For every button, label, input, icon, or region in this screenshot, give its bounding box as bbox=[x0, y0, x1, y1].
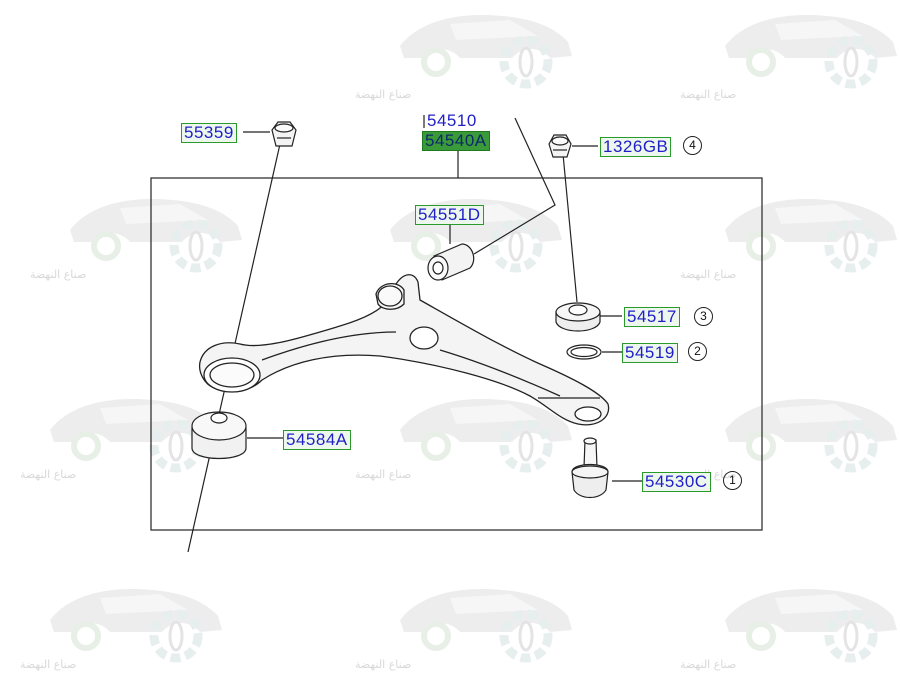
washer-54517 bbox=[555, 302, 601, 332]
nut-1326gb bbox=[548, 134, 572, 158]
bushing-54584a bbox=[191, 411, 247, 460]
ring-54519 bbox=[566, 344, 602, 360]
part-label-1326gb[interactable]: 1326GB bbox=[600, 137, 672, 157]
ball-joint-54530c bbox=[571, 437, 609, 499]
watermark-caption: صناع النهضة bbox=[680, 88, 737, 101]
watermark-caption: صناع النهضة bbox=[30, 268, 87, 281]
part-label-54510[interactable]: 54510 bbox=[427, 111, 477, 130]
watermark-caption: صناع النهضة bbox=[680, 658, 737, 671]
watermark-caption: صناع النهضة bbox=[355, 468, 412, 481]
part-label-54519[interactable]: 54519 bbox=[622, 343, 678, 363]
part-label-55359[interactable]: 55359 bbox=[181, 123, 237, 143]
callout-2: 2 bbox=[688, 342, 707, 361]
part-label-54530c[interactable]: 54530C bbox=[642, 472, 711, 492]
bushing-54551d bbox=[427, 243, 475, 281]
part-label-54517[interactable]: 54517 bbox=[624, 307, 680, 327]
callout-3: 3 bbox=[694, 307, 713, 326]
part-label-54584a[interactable]: 54584A bbox=[283, 430, 351, 450]
nut-55359 bbox=[271, 121, 297, 147]
watermark-caption: صناع النهضة bbox=[355, 658, 412, 671]
watermark-caption: صناع النهضة bbox=[355, 88, 412, 101]
callout-4: 4 bbox=[683, 136, 702, 155]
part-label-54540a[interactable]: 54540A bbox=[422, 131, 490, 151]
lower-control-arm bbox=[198, 274, 610, 426]
watermark-caption: صناع النهضة bbox=[680, 268, 737, 281]
assembly-frame bbox=[150, 177, 763, 531]
watermark-caption: صناع النهضة bbox=[20, 658, 77, 671]
watermark-caption: صناع النهضة bbox=[20, 468, 77, 481]
part-label-54551d[interactable]: 54551D bbox=[415, 205, 484, 225]
callout-1: 1 bbox=[723, 471, 742, 490]
